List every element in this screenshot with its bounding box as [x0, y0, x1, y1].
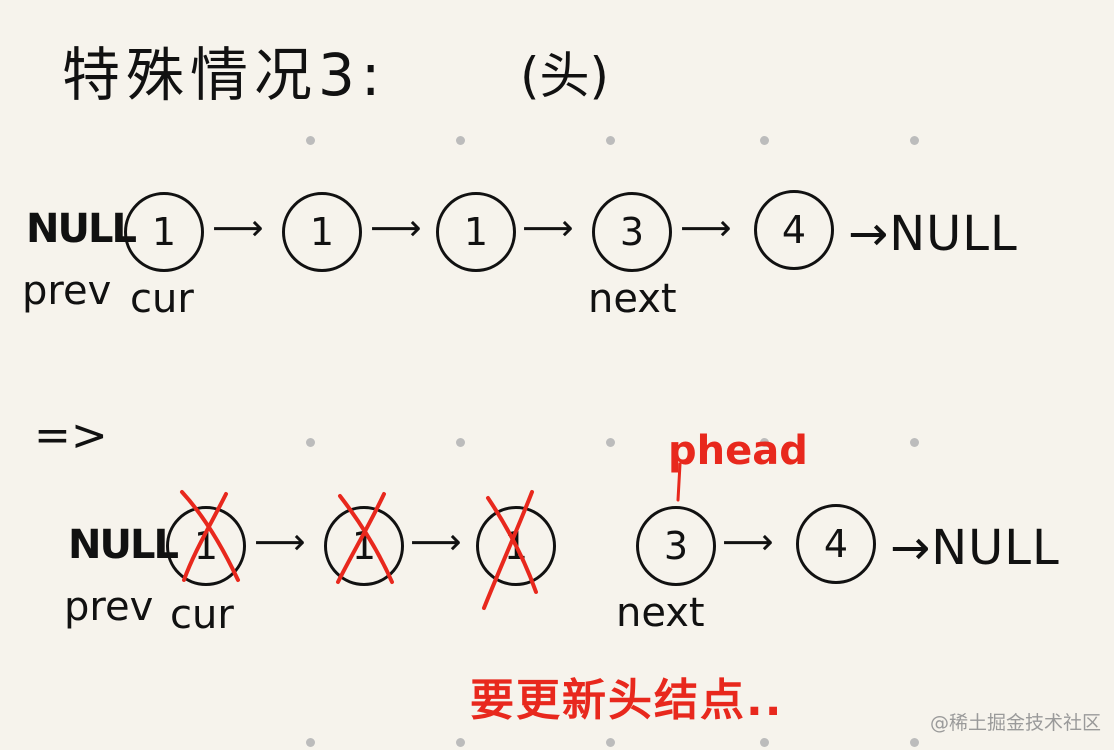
arrow-icon: ⟶ — [254, 522, 306, 563]
prev-label: prev — [64, 584, 154, 630]
list-node: 3 — [592, 192, 672, 272]
grid-dot — [910, 438, 919, 447]
grid-dot — [606, 438, 615, 447]
grid-dot — [306, 738, 315, 747]
cur-label: cur — [130, 276, 194, 322]
grid-dot — [306, 136, 315, 145]
cross-out-icon — [482, 490, 538, 610]
list-node: 3 — [636, 506, 716, 586]
page-title: 特殊情况3: — [62, 41, 387, 109]
cross-out-icon — [180, 490, 240, 582]
grid-dot — [606, 136, 615, 145]
grid-dot — [606, 738, 615, 747]
list-node: 1 — [124, 192, 204, 272]
arrow-icon: ⟶ — [680, 208, 732, 249]
grid-dot — [760, 738, 769, 747]
end-null-label: →NULL — [848, 206, 1018, 262]
grid-dot — [456, 738, 465, 747]
list-node: 1 — [282, 192, 362, 272]
grid-dot — [306, 438, 315, 447]
grid-dot — [456, 438, 465, 447]
grid-dot — [910, 136, 919, 145]
next-label: next — [588, 276, 677, 322]
watermark: @稀土掘金技术社区 — [930, 712, 1102, 734]
next-label: next — [616, 590, 705, 636]
list-node: 1 — [436, 192, 516, 272]
cur-label: cur — [170, 592, 234, 638]
phead-pointer — [676, 462, 682, 502]
null-label: NULL — [68, 522, 179, 568]
arrow-icon: ⟶ — [722, 522, 774, 563]
update-head-note: 要更新头结点.. — [470, 675, 784, 726]
arrow-icon: ⟶ — [370, 208, 422, 249]
grid-dot — [456, 136, 465, 145]
list-node: 4 — [754, 190, 834, 270]
end-null-label: →NULL — [890, 520, 1060, 576]
arrow-icon: ⟶ — [212, 208, 264, 249]
list-node: 4 — [796, 504, 876, 584]
grid-dot — [910, 738, 919, 747]
arrow-icon: ⟶ — [410, 522, 462, 563]
cross-out-icon — [336, 492, 394, 584]
phead-label: phead — [668, 428, 808, 474]
null-label: NULL — [26, 206, 137, 252]
grid-dot — [760, 136, 769, 145]
implies-arrow: => — [34, 410, 108, 461]
grid-dot — [760, 438, 769, 447]
deleted-list-node: 1 — [166, 506, 246, 586]
title-paren-note: (头) — [520, 47, 610, 105]
prev-label: prev — [22, 268, 112, 314]
arrow-icon: ⟶ — [522, 208, 574, 249]
